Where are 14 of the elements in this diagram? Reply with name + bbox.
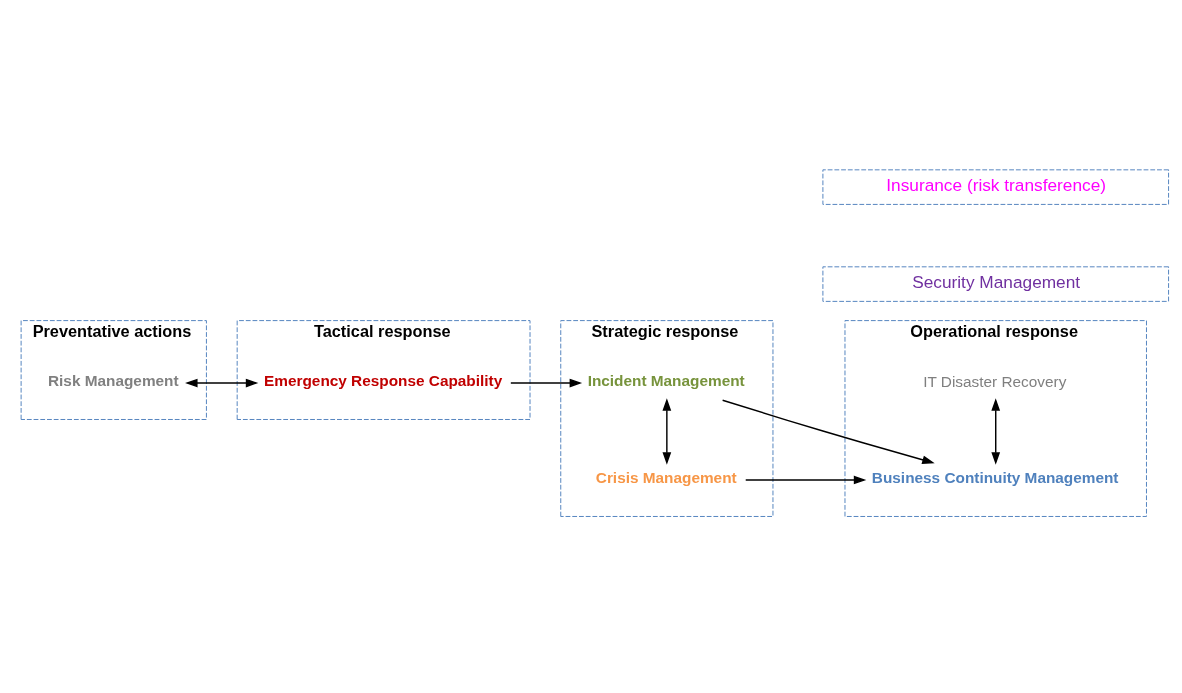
arrow: [991, 397, 1001, 465]
arrow: [185, 378, 259, 387]
node-box: Insurance (risk transference): [822, 168, 1170, 205]
arrow: [510, 378, 583, 387]
node-text: Business Continuity Management: [871, 468, 1119, 486]
node-text: IT Disaster Recovery: [923, 372, 1067, 390]
node-box: Security Management: [822, 265, 1170, 302]
node-text: Incident Management: [587, 371, 745, 389]
arrow: [721, 399, 935, 464]
node-text: Crisis Management: [595, 468, 737, 486]
node-text: Risk Management: [48, 371, 179, 389]
arrow: [662, 397, 672, 465]
arrow: [745, 475, 867, 484]
node-text: Emergency Response Capability: [264, 371, 503, 389]
